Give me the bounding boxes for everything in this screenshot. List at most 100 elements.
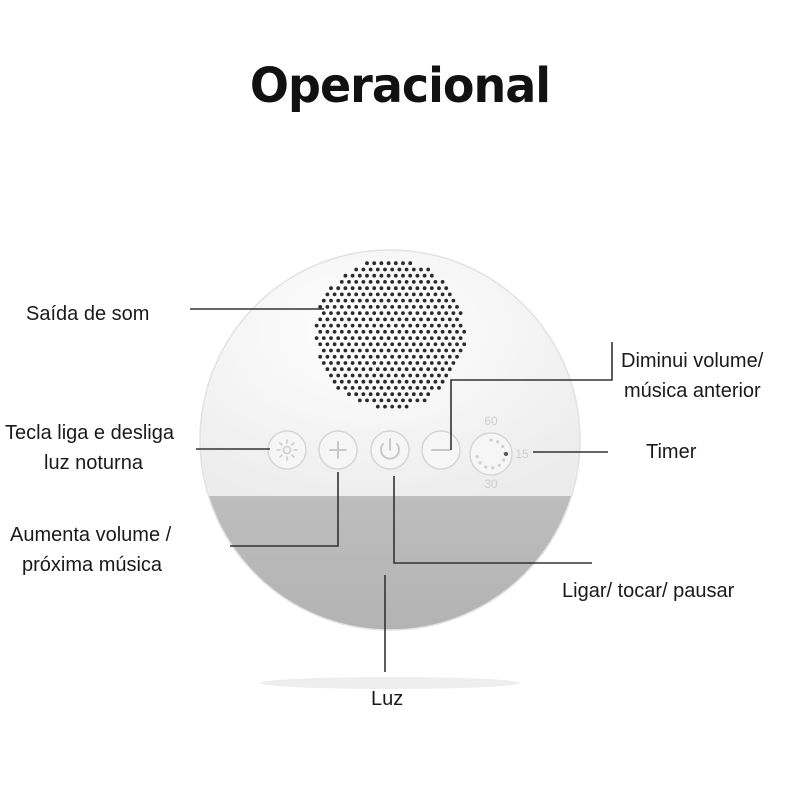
grille-hole xyxy=(411,280,416,284)
grille-hole xyxy=(433,305,438,309)
grille-hole xyxy=(332,379,337,384)
grille-hole xyxy=(336,386,341,390)
device-outline xyxy=(199,249,581,631)
grille-hole xyxy=(393,286,398,291)
grille-hole xyxy=(386,298,391,303)
grille-hole xyxy=(347,392,351,397)
grille-hole xyxy=(383,267,387,272)
grille-hole xyxy=(415,373,420,378)
night-light-button[interactable] xyxy=(267,430,307,470)
grille-hole xyxy=(411,354,416,359)
grille-hole xyxy=(429,336,434,340)
grille-hole xyxy=(343,373,348,378)
grille-hole xyxy=(440,305,445,309)
grille-hole xyxy=(408,286,413,291)
grille-hole xyxy=(404,367,409,372)
grille-hole xyxy=(368,354,373,359)
grille-hole xyxy=(339,342,344,347)
grille-hole xyxy=(455,317,459,322)
grille-hole xyxy=(361,392,366,397)
grille-hole xyxy=(329,298,333,303)
grille-hole xyxy=(347,379,351,384)
grille-hole xyxy=(444,373,449,378)
grille-hole xyxy=(401,286,405,291)
grille-hole xyxy=(339,280,344,284)
grille-hole xyxy=(401,311,405,315)
grille-hole xyxy=(433,292,438,297)
grille-hole xyxy=(375,329,380,334)
grille-hole xyxy=(393,348,398,353)
grille-hole xyxy=(408,311,413,315)
grille-hole xyxy=(390,280,395,284)
grille-hole xyxy=(433,280,438,284)
grille-hole xyxy=(321,298,326,303)
timer-mark-15: 15 xyxy=(515,447,529,461)
grille-hole xyxy=(347,329,351,334)
label-volume-up-line1: Aumenta volume / xyxy=(10,524,172,546)
grille-hole xyxy=(440,379,445,384)
grille-hole xyxy=(368,292,373,297)
grille-hole xyxy=(329,373,333,378)
grille-hole xyxy=(365,273,369,278)
grille-hole xyxy=(350,348,355,353)
label-sound-output: Saída de som xyxy=(26,303,150,325)
grille-hole xyxy=(386,373,391,378)
grille-hole xyxy=(419,342,423,347)
grille-hole xyxy=(357,361,362,365)
grille-hole xyxy=(426,392,431,397)
grille-hole xyxy=(401,386,405,390)
grille-hole xyxy=(437,373,441,378)
leader-volume-down xyxy=(450,342,613,450)
grille-hole xyxy=(318,329,323,334)
timer-button[interactable]: 60 15 30 xyxy=(469,414,529,491)
grille-hole xyxy=(339,354,344,359)
grille-hole xyxy=(329,311,333,315)
timer-dial-dot xyxy=(496,440,500,444)
grille-hole xyxy=(444,348,449,353)
grille-hole xyxy=(437,336,441,340)
grille-hole xyxy=(393,261,398,266)
grille-hole xyxy=(419,267,423,272)
grille-hole xyxy=(422,311,427,315)
grille-hole xyxy=(426,305,431,309)
grille-hole xyxy=(404,292,409,297)
grille-hole xyxy=(415,311,420,315)
grille-hole xyxy=(401,398,405,403)
grille-hole xyxy=(350,361,355,365)
grille-hole xyxy=(332,317,337,322)
grille-hole xyxy=(325,329,330,334)
grille-hole xyxy=(429,323,434,328)
grille-hole xyxy=(393,298,398,303)
grille-hole xyxy=(415,386,420,390)
grille-hole xyxy=(318,305,323,309)
grille-hole xyxy=(419,379,423,384)
grille-hole xyxy=(375,367,380,372)
grille-hole xyxy=(429,361,434,365)
grille-hole xyxy=(422,373,427,378)
grille-hole xyxy=(386,323,391,328)
grille-hole xyxy=(422,361,427,365)
power-play-button[interactable] xyxy=(370,430,410,470)
grille-hole xyxy=(429,373,434,378)
grille-hole xyxy=(444,298,449,303)
grille-hole xyxy=(393,373,398,378)
grille-hole xyxy=(365,311,369,315)
volume-up-button[interactable] xyxy=(318,430,358,470)
label-night-light-line1: Tecla liga e desliga xyxy=(5,422,174,444)
grille-hole xyxy=(379,348,384,353)
grille-hole xyxy=(361,329,366,334)
grille-hole xyxy=(419,367,423,372)
grille-hole xyxy=(321,336,326,340)
grille-hole xyxy=(372,373,377,378)
grille-hole xyxy=(336,286,341,291)
grille-hole xyxy=(361,367,366,372)
grille-hole xyxy=(347,354,351,359)
grille-hole xyxy=(318,342,323,347)
volume-down-button[interactable] xyxy=(421,430,461,470)
grille-hole xyxy=(411,379,416,384)
grille-hole xyxy=(347,367,351,372)
grille-hole xyxy=(455,305,459,309)
grille-hole xyxy=(357,298,362,303)
grille-hole xyxy=(462,342,467,347)
grille-hole xyxy=(372,348,377,353)
